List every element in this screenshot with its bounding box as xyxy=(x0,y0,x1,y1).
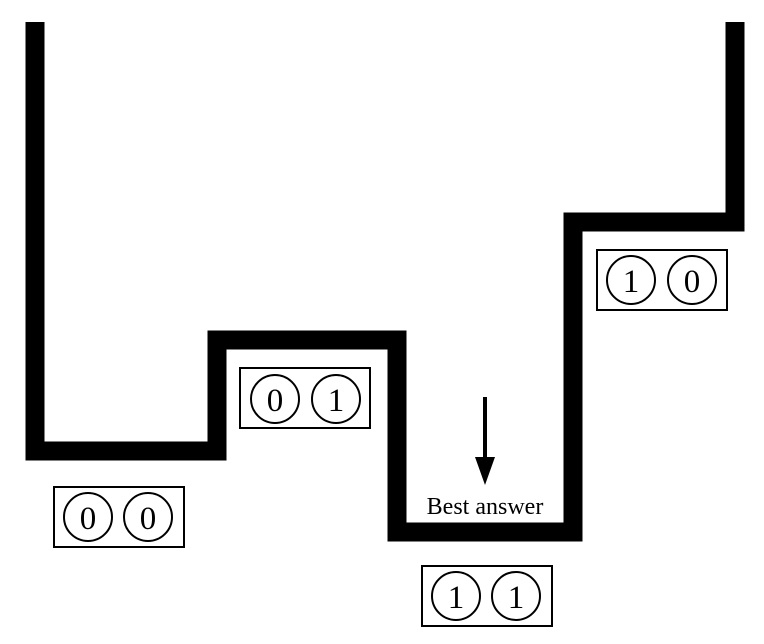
bit-circle xyxy=(250,374,300,424)
state-box-00: 0 0 xyxy=(53,486,185,548)
bit-circle xyxy=(431,571,481,621)
bit-circle xyxy=(311,374,361,424)
bit-circle xyxy=(123,492,173,542)
bit-label: 1 xyxy=(623,264,640,300)
energy-landscape-line xyxy=(25,22,745,542)
bit-label: 1 xyxy=(448,580,465,616)
bit-label: 0 xyxy=(140,501,157,537)
state-box-10: 1 0 xyxy=(596,249,728,311)
best-answer-label: Best answer xyxy=(427,494,544,520)
state-box-11: 1 1 xyxy=(421,565,553,627)
bit-circle xyxy=(491,571,541,621)
state-box-frame xyxy=(596,249,728,311)
best-answer-annotation: Best answer xyxy=(427,397,544,520)
bit-label: 1 xyxy=(508,580,525,616)
bit-label: 0 xyxy=(267,383,284,419)
bit-circle xyxy=(63,492,113,542)
bit-circle xyxy=(667,255,717,305)
state-box-01: 0 1 xyxy=(239,367,371,429)
bit-label: 1 xyxy=(328,383,345,419)
bit-circle xyxy=(606,255,656,305)
bit-label: 0 xyxy=(684,264,701,300)
bit-label: 0 xyxy=(80,501,97,537)
state-box-frame xyxy=(421,565,553,627)
state-box-frame xyxy=(53,486,185,548)
down-arrow-icon xyxy=(475,397,495,485)
